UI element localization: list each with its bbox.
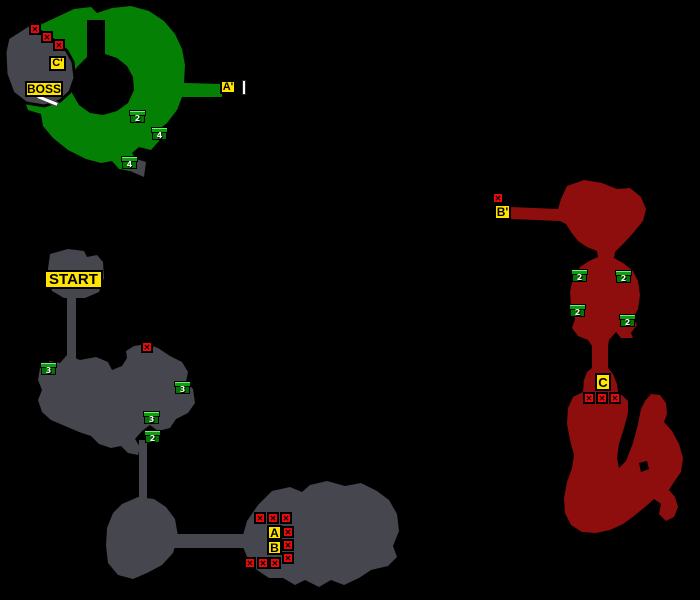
x-marker-icon: ✕	[282, 552, 294, 564]
treasure-chest-icon: 3	[174, 381, 191, 394]
x-marker-icon: ✕	[596, 392, 608, 404]
x-marker-icon: ✕	[282, 526, 294, 538]
chest-count: 2	[624, 318, 631, 327]
x-marker-icon: ✕	[141, 341, 153, 353]
chest-lid	[144, 430, 161, 436]
chest-lid	[615, 270, 632, 276]
chest-lid	[151, 127, 168, 133]
x-marker-icon: ✕	[29, 23, 41, 35]
x-marker-icon: ✕	[282, 539, 294, 551]
chest-count: 3	[179, 385, 186, 394]
chest-lid	[143, 411, 160, 417]
map-label-a: A	[267, 525, 282, 540]
x-marker-icon: ✕	[254, 512, 266, 524]
map-label-b: B	[267, 540, 282, 555]
x-marker-icon: ✕	[280, 512, 292, 524]
chest-lid	[571, 269, 588, 275]
chest-count: 2	[576, 273, 583, 282]
map-label-b-prime: B'	[494, 204, 511, 220]
chest-lid	[174, 381, 191, 387]
map-label-start: START	[44, 270, 103, 289]
treasure-chest-icon: 2	[571, 269, 588, 282]
x-marker-icon: ✕	[257, 557, 269, 569]
chest-lid	[619, 314, 636, 320]
chest-count: 3	[45, 366, 52, 375]
door-marker-a-prime-door	[242, 80, 246, 95]
chest-count: 2	[134, 114, 141, 123]
treasure-chest-icon: 3	[143, 411, 160, 424]
gray-zone-shape	[38, 158, 399, 587]
x-marker-icon: ✕	[492, 192, 504, 204]
x-marker-icon: ✕	[269, 557, 281, 569]
map-label-a-prime: A'	[220, 80, 236, 94]
chest-lid	[121, 156, 138, 162]
x-marker-icon: ✕	[53, 39, 65, 51]
chest-lid	[40, 362, 57, 368]
chest-lid	[569, 304, 586, 310]
x-marker-icon: ✕	[609, 392, 621, 404]
treasure-chest-icon: 2	[144, 430, 161, 443]
treasure-chest-icon: 4	[151, 127, 168, 140]
chest-count: 3	[148, 415, 155, 424]
red-zone-shape	[511, 180, 683, 533]
treasure-chest-icon: 2	[569, 304, 586, 317]
x-marker-icon: ✕	[244, 557, 256, 569]
map-label-boss: BOSS	[25, 81, 63, 97]
chest-count: 2	[620, 274, 627, 283]
treasure-chest-icon: 2	[615, 270, 632, 283]
chest-count: 2	[149, 434, 156, 443]
chest-lid	[129, 110, 146, 116]
map-label-c-prime: C'	[49, 56, 66, 71]
x-marker-icon: ✕	[41, 31, 53, 43]
treasure-chest-icon: 2	[619, 314, 636, 327]
chest-count: 2	[574, 308, 581, 317]
treasure-chest-icon: 3	[40, 362, 57, 375]
map-label-c: C	[595, 373, 611, 391]
x-marker-icon: ✕	[267, 512, 279, 524]
chest-count: 4	[156, 131, 163, 140]
treasure-chest-icon: 2	[129, 110, 146, 123]
treasure-chest-icon: 4	[121, 156, 138, 169]
x-marker-icon: ✕	[583, 392, 595, 404]
chest-count: 4	[126, 160, 133, 169]
